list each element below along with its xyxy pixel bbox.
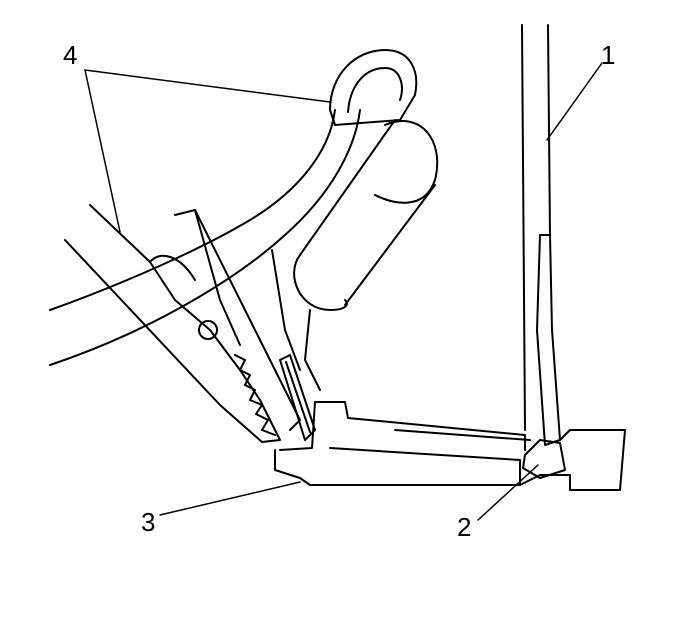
callout-label-1: 1 xyxy=(601,40,616,70)
probe-tip-nut xyxy=(523,440,565,478)
alligator-clamp xyxy=(65,205,320,442)
leader-lines xyxy=(85,63,602,520)
callout-label-2: 2 xyxy=(457,512,472,542)
cable xyxy=(50,110,360,365)
terminal-bracket xyxy=(275,402,625,490)
cylinder-body xyxy=(294,120,437,310)
probe-tool xyxy=(522,25,560,445)
callout-label-3: 3 xyxy=(141,507,156,537)
cable-boot xyxy=(330,50,416,125)
callout-label-4: 4 xyxy=(63,40,78,70)
